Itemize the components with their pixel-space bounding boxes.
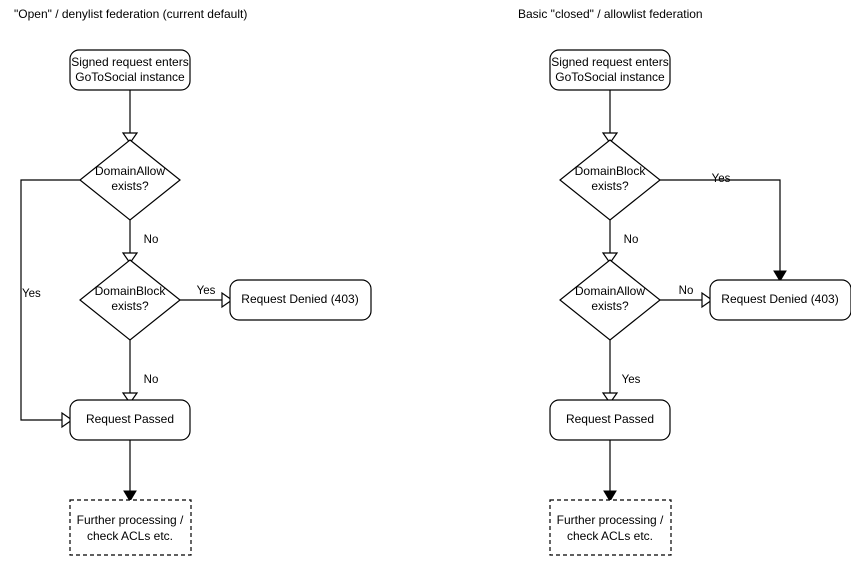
node-start-left-label-line1: Signed request enters [71, 55, 188, 69]
edge-label-domainblock-no-right: No [624, 234, 639, 246]
edge-domainallow-yes-to-passed-right: Yes [601, 340, 641, 405]
arrowhead-filled-icon [773, 270, 787, 282]
arrowhead-open-icon [121, 252, 139, 265]
arrowhead-open-icon [61, 411, 74, 429]
edge-label-domainallow-no-right: No [679, 285, 694, 297]
node-request-denied-right-label: Request Denied (403) [721, 292, 838, 306]
diagram-title-open-denylist: "Open" / denylist federation (current de… [14, 7, 247, 21]
edge-label-domainblock-no-left: No [144, 374, 159, 386]
edge-domainallow-yes-to-passed-left: Yes [20, 179, 80, 429]
diagram-title-closed-allowlist: Basic "closed" / allowlist federation [518, 7, 703, 21]
arrowhead-open-icon [221, 291, 234, 309]
edge-domainallow-no-to-domainblock-left: No [121, 220, 159, 265]
node-decision-domainblock-right[interactable]: DomainBlock exists? [559, 139, 661, 221]
node-decision-domainblock-left-label-line2: exists? [111, 299, 149, 313]
edge-passed-to-further-right [603, 440, 617, 502]
edge-label-domainblock-yes-left: Yes [197, 285, 216, 297]
node-further-processing-right-label-line1: Further processing / [557, 513, 664, 527]
arrowhead-open-icon [121, 132, 139, 145]
node-request-passed-right-label: Request Passed [566, 412, 654, 426]
node-start-left-label-line2: GoToSocial instance [75, 70, 185, 84]
edge-domainblock-yes-to-denied-right: Yes [660, 173, 787, 282]
edge-label-domainallow-yes-left: Yes [22, 288, 41, 300]
node-decision-domainallow-left-label-line2: exists? [111, 179, 149, 193]
node-start-right[interactable]: Signed request enters GoToSocial instanc… [549, 49, 671, 91]
node-decision-domainallow-right-label-line2: exists? [591, 299, 629, 313]
node-decision-domainblock-right-label-line1: DomainBlock [575, 164, 647, 178]
node-decision-domainblock-right-label-line2: exists? [591, 179, 629, 193]
node-further-processing-right[interactable]: Further processing / check ACLs etc. [549, 499, 672, 556]
node-request-denied-left-shape[interactable] [229, 279, 372, 321]
arrowhead-open-icon [601, 132, 619, 145]
node-decision-domainallow-left-label-line1: DomainAllow [95, 164, 165, 178]
node-request-denied-left-label: Request Denied (403) [241, 292, 358, 306]
edge-domainallow-no-to-denied-right: No [660, 285, 714, 309]
node-further-processing-left-label-line1: Further processing / [77, 513, 184, 527]
node-decision-domainallow-left[interactable]: DomainAllow exists? [79, 139, 181, 221]
node-further-processing-right-shape[interactable] [549, 499, 672, 556]
edge-domainblock-no-to-passed-left: No [121, 340, 159, 405]
diagram-closed-allowlist: Basic "closed" / allowlist federation Si… [518, 7, 851, 556]
edge-domainblock-no-to-domainallow-right: No [601, 220, 639, 265]
edge-start-to-decision1-left [121, 90, 139, 145]
node-decision-domainallow-right-label-line1: DomainAllow [575, 284, 645, 298]
node-start-left[interactable]: Signed request enters GoToSocial instanc… [69, 49, 191, 91]
node-start-right-label-line2: GoToSocial instance [555, 70, 665, 84]
node-further-processing-left[interactable]: Further processing / check ACLs etc. [69, 499, 192, 556]
node-request-denied-left[interactable]: Request Denied (403) [229, 279, 372, 321]
node-further-processing-left-shape[interactable] [69, 499, 192, 556]
node-decision-domainblock-left[interactable]: DomainBlock exists? [79, 259, 181, 341]
node-request-denied-right-shape[interactable] [709, 279, 851, 321]
arrowhead-filled-icon [603, 490, 617, 502]
edge-label-domainallow-no-left: No [144, 234, 159, 246]
edge-label-domainallow-yes-right: Yes [622, 374, 641, 386]
node-request-passed-left[interactable]: Request Passed [69, 399, 191, 441]
node-request-denied-right[interactable]: Request Denied (403) [709, 279, 851, 321]
node-decision-domainallow-right[interactable]: DomainAllow exists? [559, 259, 661, 341]
diagram-open-denylist: "Open" / denylist federation (current de… [14, 7, 372, 556]
edge-label-domainblock-yes-right: Yes [712, 173, 731, 185]
node-decision-domainblock-left-label-line1: DomainBlock [95, 284, 167, 298]
node-request-passed-right[interactable]: Request Passed [549, 399, 671, 441]
edge-start-to-decision1-right [601, 90, 619, 145]
node-start-right-label-line1: Signed request enters [551, 55, 668, 69]
arrowhead-open-icon [601, 392, 619, 405]
node-further-processing-left-label-line2: check ACLs etc. [87, 529, 173, 543]
arrowhead-filled-icon [123, 490, 137, 502]
edge-passed-to-further-left [123, 440, 137, 502]
arrowhead-open-icon [701, 291, 714, 309]
arrowhead-open-icon [601, 252, 619, 265]
edge-domainblock-yes-to-denied-left: Yes [180, 285, 234, 309]
node-further-processing-right-label-line2: check ACLs etc. [567, 529, 653, 543]
node-request-passed-left-label: Request Passed [86, 412, 174, 426]
arrowhead-open-icon [121, 392, 139, 405]
